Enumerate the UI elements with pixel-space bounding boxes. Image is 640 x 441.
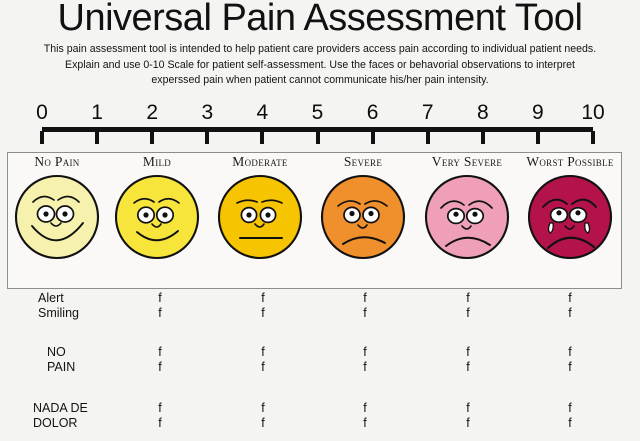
behavior-mark-2-0-2[interactable]: f — [363, 401, 367, 415]
behavior-label-2-line1: NADA DE — [33, 401, 88, 415]
face-cell-no-pain[interactable]: No Pain — [5, 152, 109, 261]
face-severe-icon[interactable] — [311, 173, 415, 261]
face-mild-icon[interactable] — [105, 173, 209, 261]
behavior-label-2-line2: DOLOR — [33, 416, 78, 430]
intro-paragraph: This pain assessment tool is intended to… — [4, 42, 636, 89]
face-worst-possible-icon[interactable] — [518, 173, 622, 261]
scale-tick-4 — [260, 131, 265, 144]
face-label-worst-possible: Worst Possible — [526, 154, 614, 169]
scale-number-10: 10 — [581, 101, 605, 124]
face-very-severe-icon[interactable] — [415, 173, 519, 261]
behavior-mark-0-1-3[interactable]: f — [466, 306, 470, 320]
behavior-mark-0-1-0[interactable]: f — [158, 306, 162, 320]
scale-tick-9 — [535, 131, 540, 144]
face-moderate-icon[interactable] — [208, 173, 312, 261]
behavior-mark-1-1-1[interactable]: f — [261, 360, 265, 374]
behavior-mark-0-0-1[interactable]: f — [261, 291, 265, 305]
behavior-mark-0-1-4[interactable]: f — [568, 306, 572, 320]
behavior-mark-2-1-1[interactable]: f — [261, 416, 265, 430]
page-title: Universal Pain Assessment Tool — [57, 0, 584, 39]
intro-line-1: This pain assessment tool is intended to… — [43, 43, 597, 55]
scale-tick-8 — [480, 131, 485, 144]
behavior-mark-1-0-2[interactable]: f — [363, 345, 367, 359]
intro-line-2: Explain and use 0-10 Scale for patient s… — [65, 58, 575, 71]
behavior-mark-1-0-3[interactable]: f — [466, 345, 470, 359]
behavior-label-1-line1: NO — [47, 345, 66, 359]
scale-number-9: 9 — [532, 101, 544, 124]
behavior-label-0-line1: Alert — [38, 291, 64, 305]
behavior-mark-0-1-1[interactable]: f — [261, 306, 265, 320]
behavior-mark-1-0-4[interactable]: f — [568, 345, 572, 359]
scale-number-2: 2 — [146, 101, 159, 124]
behavior-mark-2-1-4[interactable]: f — [568, 416, 572, 430]
scale-bar — [42, 127, 593, 132]
behavior-mark-2-0-4[interactable]: f — [568, 401, 572, 415]
scale-tick-7 — [425, 131, 430, 144]
scale-tick-3 — [205, 131, 210, 144]
behavior-mark-0-0-0[interactable]: f — [158, 291, 162, 305]
scale-number-6: 6 — [366, 101, 379, 124]
scale-number-8: 8 — [476, 101, 489, 124]
numeric-pain-scale: 0 1 2 3 4 5 6 7 8 9 10 — [0, 101, 640, 147]
face-cell-very-severe[interactable]: Very Severe — [415, 152, 519, 261]
behavior-mark-0-0-3[interactable]: f — [466, 291, 470, 305]
scale-number-0: 0 — [36, 101, 48, 124]
behavior-mark-2-1-0[interactable]: f — [158, 416, 162, 430]
behavior-mark-1-1-4[interactable]: f — [568, 360, 572, 374]
scale-number-1: 1 — [91, 101, 103, 124]
face-no-pain-icon[interactable] — [5, 173, 109, 261]
behavior-mark-2-0-3[interactable]: f — [466, 401, 470, 415]
face-label-moderate: Moderate — [232, 154, 288, 169]
face-cell-moderate[interactable]: Moderate — [208, 152, 312, 261]
intro-line-3: experssed pain when patient cannot commu… — [151, 74, 489, 86]
face-cell-mild[interactable]: Mild — [105, 152, 209, 261]
behavior-mark-2-0-1[interactable]: f — [261, 401, 265, 415]
face-cell-worst-possible[interactable]: Worst Possible — [518, 152, 622, 261]
scale-tick-6 — [370, 131, 375, 144]
scale-tick-1 — [95, 131, 100, 144]
behavior-label-1-line2: PAIN — [47, 360, 76, 374]
behavior-mark-2-1-3[interactable]: f — [466, 416, 470, 430]
scale-tick-2 — [150, 131, 155, 144]
behavior-mark-1-1-3[interactable]: f — [466, 360, 470, 374]
faces-panel — [7, 152, 622, 289]
behavior-mark-0-1-2[interactable]: f — [363, 306, 367, 320]
behavior-label-0-line2: Smiling — [38, 306, 79, 320]
behavior-mark-1-1-2[interactable]: f — [363, 360, 367, 374]
behavior-mark-1-1-0[interactable]: f — [158, 360, 162, 374]
face-label-very-severe: Very Severe — [431, 154, 503, 169]
face-label-no-pain: No Pain — [34, 154, 80, 169]
behavior-mark-2-1-2[interactable]: f — [363, 416, 367, 430]
scale-number-7: 7 — [421, 101, 434, 124]
scale-number-3: 3 — [201, 101, 214, 124]
face-cell-severe[interactable]: Severe — [311, 152, 415, 261]
scale-tick-5 — [315, 131, 320, 144]
scale-number-4: 4 — [256, 101, 269, 124]
behavior-mark-2-0-0[interactable]: f — [158, 401, 162, 415]
scale-tick-0 — [40, 131, 44, 144]
behavior-mark-0-0-4[interactable]: f — [568, 291, 572, 305]
scale-number-5: 5 — [311, 101, 324, 124]
behavior-mark-1-0-1[interactable]: f — [261, 345, 265, 359]
face-label-severe: Severe — [343, 154, 383, 169]
behavior-mark-1-0-0[interactable]: f — [158, 345, 162, 359]
face-label-mild: Mild — [142, 154, 172, 169]
behavior-mark-0-0-2[interactable]: f — [363, 291, 367, 305]
scale-tick-10 — [591, 131, 595, 144]
